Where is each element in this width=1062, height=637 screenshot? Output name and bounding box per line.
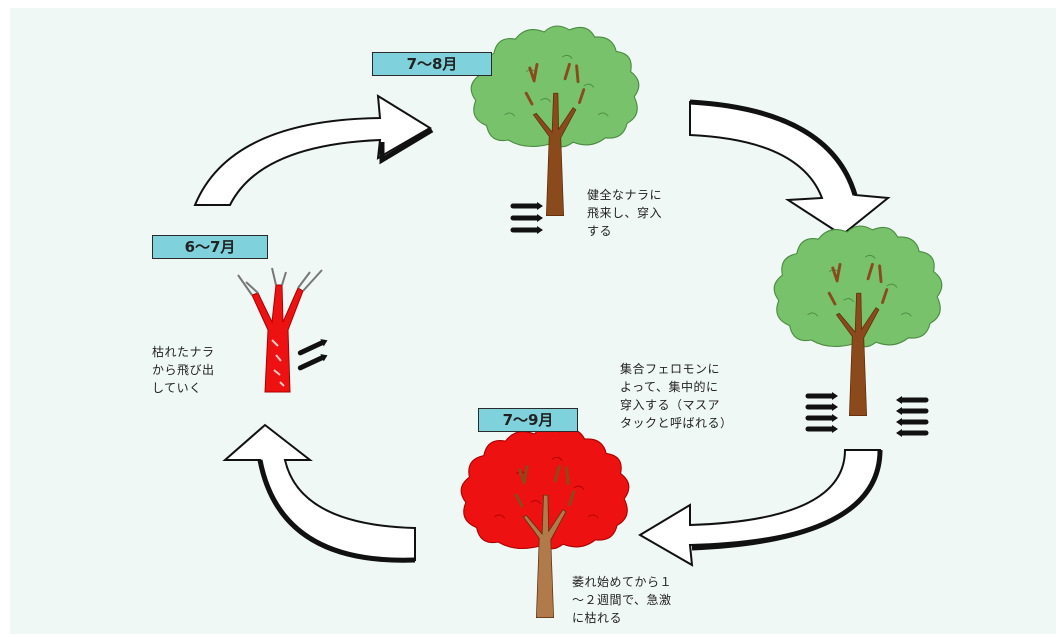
month-label-6-7: 6〜7月 [152, 235, 268, 259]
beetle-group-stage2-right-icon [896, 396, 926, 437]
cycle-arrow-bottom-left [222, 423, 416, 563]
beetle-group-stage1-icon [513, 202, 543, 234]
month-label-7-9: 7〜9月 [478, 408, 578, 432]
month-label-7-8: 7〜8月 [372, 52, 492, 76]
cycle-arrow-top-left [193, 94, 434, 206]
caption-stage2: 集合フェロモンに よって、集中的に 穿入する（マスア タックと呼ばれる） [620, 362, 733, 430]
caption-stage3: 萎れ始めてから１ 〜２週間で、急激 に枯れる [572, 575, 673, 625]
beetle-group-stage4-icon [299, 337, 330, 372]
dead-trunk-icon [237, 267, 323, 393]
beetle-group-stage2-left-icon [808, 392, 838, 433]
caption-stage4: 枯れたナラ から飛び出 していく [152, 345, 215, 395]
cycle-arrow-bottom-right [638, 449, 883, 567]
caption-stage1: 健全なナラに 飛来し、穿入 する [587, 188, 663, 238]
cycle-arrow-top-right [689, 99, 891, 237]
